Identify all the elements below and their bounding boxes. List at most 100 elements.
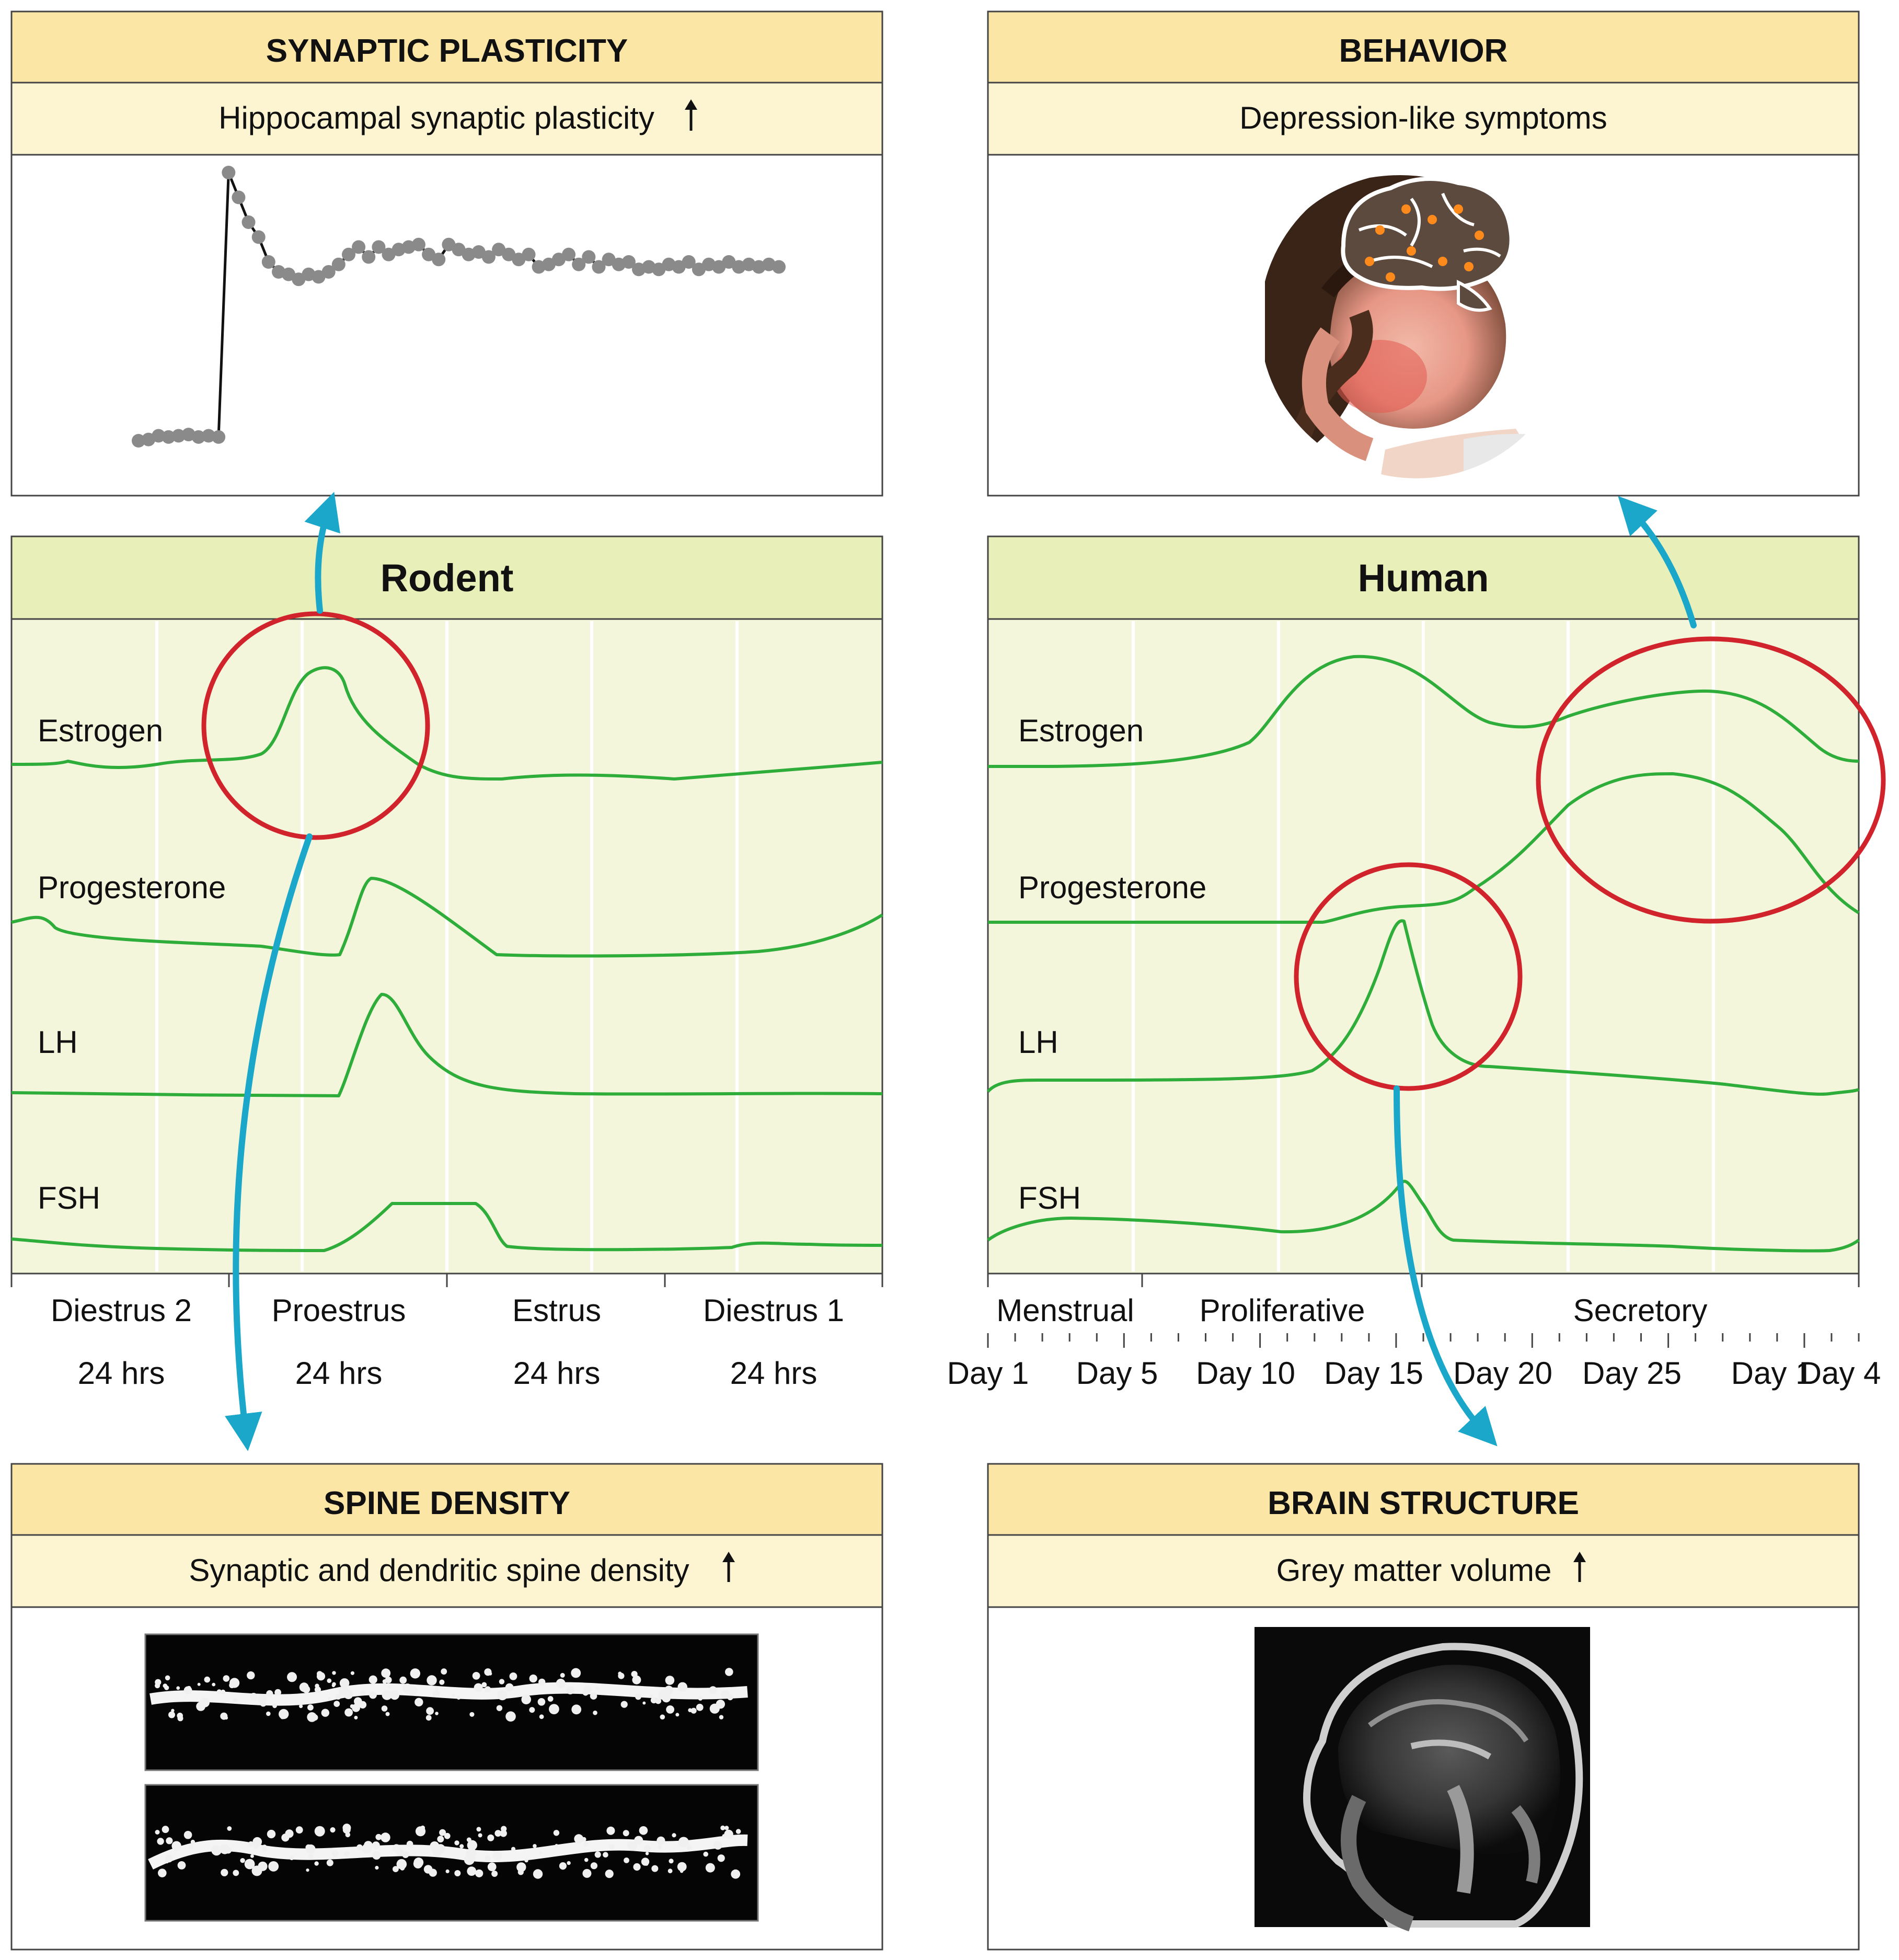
human-day-ticks <box>987 1333 1860 1348</box>
spine-density-panel: SPINE DENSITY Synaptic and dendritic spi… <box>10 1463 883 1951</box>
arrow-to-spine-density <box>225 833 313 1451</box>
spine-dot <box>268 1861 279 1872</box>
spine-dot <box>387 1685 392 1689</box>
spine-dot <box>481 1682 487 1688</box>
spine-dot <box>574 1834 584 1844</box>
spine-dot <box>166 1837 173 1844</box>
plasticity-trace-point <box>772 260 786 274</box>
spine-dot <box>567 1861 571 1865</box>
spine-dot <box>333 1701 340 1707</box>
rodent-phase-diestrus-2: Diestrus 2 <box>51 1293 192 1328</box>
human-phase-proliferative: Proliferative <box>1200 1293 1365 1328</box>
spine-dot <box>731 1869 741 1879</box>
spine-dot <box>505 1711 516 1722</box>
spine-dot <box>487 1862 497 1872</box>
spine-dot <box>204 1676 211 1683</box>
spine-dot <box>335 1693 341 1700</box>
spine-dot <box>594 1851 601 1858</box>
spine-dot <box>314 1861 319 1866</box>
arrow-to-brain-structure <box>1394 1085 1498 1447</box>
spine-dot <box>197 1682 201 1686</box>
spine-dot <box>571 1704 582 1715</box>
arrow-to-behavior <box>1618 496 1697 628</box>
spine-dot <box>445 1869 450 1873</box>
spine-dot <box>250 1854 254 1858</box>
spine-dot <box>372 1841 380 1850</box>
spine-dot <box>369 1675 377 1684</box>
spine-dot <box>590 1692 597 1700</box>
spine-dot <box>665 1676 675 1685</box>
spine-dot <box>344 1851 350 1857</box>
plasticity-trace-point <box>382 247 396 261</box>
spine-dot <box>381 1705 388 1712</box>
spine-dot <box>529 1707 535 1713</box>
spine-dot <box>642 1701 646 1705</box>
spine-dot <box>315 1683 319 1688</box>
spine-dot <box>451 1694 455 1698</box>
spine-dot <box>472 1672 480 1680</box>
spine-dot <box>454 1870 461 1876</box>
spine-dot <box>556 1679 566 1688</box>
spine-dot <box>266 1690 273 1698</box>
spine-dot <box>524 1858 528 1863</box>
spine-dot <box>350 1704 354 1709</box>
spine-dot <box>709 1686 717 1694</box>
spine-dot <box>467 1840 477 1851</box>
rodent-duration-4: 24 hrs <box>730 1356 818 1391</box>
plasticity-trace-point <box>562 247 576 261</box>
spine-dot <box>705 1863 715 1873</box>
human-day-20: Day 20 <box>1453 1356 1552 1391</box>
spine-dot <box>549 1704 559 1715</box>
spine-dot <box>677 1682 687 1692</box>
spine-dot <box>533 1869 543 1879</box>
human-day-1-next: Day 1 <box>1731 1356 1813 1391</box>
spine-dot <box>555 1844 558 1848</box>
spine-dot <box>658 1844 662 1849</box>
spine-dot <box>439 1679 445 1685</box>
spine-dot <box>605 1870 614 1878</box>
plasticity-trace-point <box>602 253 616 267</box>
spine-dot <box>375 1865 379 1870</box>
spine-dot <box>223 1675 230 1682</box>
spine-dot <box>469 1712 475 1717</box>
spine-dot <box>299 1704 303 1709</box>
plasticity-trace-point <box>152 429 166 443</box>
spine-dot <box>244 1859 255 1870</box>
spine-dot <box>350 1671 355 1675</box>
plasticity-trace-point <box>312 270 326 284</box>
spine-dot <box>521 1694 531 1704</box>
spine-dot <box>624 1858 629 1863</box>
rodent-label-fsh: FSH <box>38 1180 100 1216</box>
spine-dot <box>385 1712 390 1716</box>
spine-dot <box>188 1844 193 1849</box>
spine-dot <box>485 1855 491 1862</box>
spine-dot <box>649 1694 653 1698</box>
spine-dot <box>696 1703 704 1711</box>
spine-dot <box>474 1683 483 1692</box>
rodent-estrogen-highlight <box>201 611 430 840</box>
plasticity-trace-point <box>352 240 366 254</box>
spine-dot <box>338 1686 349 1697</box>
spine-dot <box>354 1715 358 1720</box>
human-cycle-panel: Human Estrogen Progesterone LH FSH Menst… <box>947 535 1886 1391</box>
spine-dot <box>354 1697 362 1705</box>
plasticity-trace-point <box>582 250 596 264</box>
spine-dot <box>307 1704 314 1711</box>
plasticity-trace-point <box>342 247 355 261</box>
spine-dot <box>254 1843 259 1849</box>
spine-dot <box>581 1837 586 1842</box>
dendrite-micrograph-bottom <box>144 1784 759 1922</box>
spine-dot <box>216 1689 222 1694</box>
plasticity-trace-point <box>232 190 246 204</box>
spine-dot <box>505 1683 514 1692</box>
spine-dot <box>176 1686 180 1690</box>
spine-dot <box>645 1852 649 1855</box>
rodent-title: Rodent <box>381 556 514 600</box>
plasticity-trace-point <box>572 257 586 271</box>
plasticity-trace <box>132 166 786 448</box>
spine-dot <box>511 1847 516 1851</box>
spine-dot <box>211 1845 222 1856</box>
rodent-cycle-panel: Rodent Estrogen Progesterone LH FSH Dies <box>10 535 883 1391</box>
rodent-gridlines <box>155 621 739 1271</box>
